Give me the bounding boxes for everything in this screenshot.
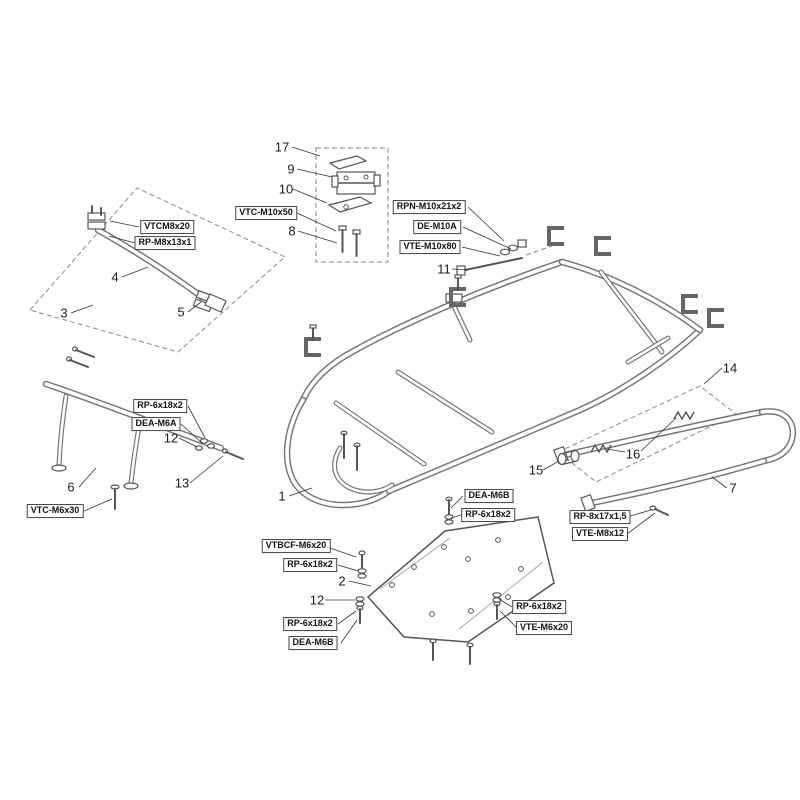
callout-7: 7 [729, 480, 737, 496]
part-label-rpn-m10x21x2: RPN-M10x21x2 [392, 200, 466, 214]
callout-4: 4 [111, 269, 119, 285]
part-label-vte-m8x12: VTE-M8x12 [571, 527, 629, 541]
rear-bumper [553, 408, 797, 516]
part-label-vte-m6x20: VTE-M6x20 [515, 621, 573, 635]
callout-13: 13 [174, 475, 190, 491]
part-label-rp-6x18x2-front-bumper: RP-6x18x2 [133, 399, 187, 413]
callout-15: 15 [528, 462, 544, 478]
leader-lines [70, 146, 728, 644]
callout-16: 16 [625, 446, 641, 462]
callout-3: 3 [60, 305, 68, 321]
dashed-region-support-bracket-kit [315, 147, 389, 263]
support-bracket-assembly [327, 155, 381, 257]
part-label-dea-m6b-top: DEA-M6B [464, 489, 514, 503]
part-label-dea-m6b-bottom: DEA-M6B [288, 636, 338, 650]
chassis-frame [283, 226, 724, 509]
callout-11: 11 [437, 261, 451, 277]
bolt-hardware-group-11 [456, 239, 553, 276]
callout-17: 17 [274, 139, 290, 155]
callout-9: 9 [287, 161, 295, 177]
part-label-vte-m10x80: VTE-M10x80 [399, 240, 461, 254]
part-label-rp-m8x13x1: RP-M8x13x1 [134, 236, 196, 250]
callout-10: 10 [278, 181, 294, 197]
callout-6: 6 [67, 479, 75, 495]
part-label-vtcm8x20: VTCM8x20 [140, 220, 194, 234]
callout-12-floor-pan: 12 [309, 592, 325, 608]
callout-8: 8 [288, 223, 296, 239]
torsion-bar-assembly [87, 205, 227, 313]
callout-12-front-bumper: 12 [163, 430, 179, 446]
callout-14: 14 [722, 360, 738, 376]
part-label-vtbcf-m6x20: VTBCF-M6x20 [261, 539, 331, 553]
part-label-vtc-m6x30: VTC-M6x30 [26, 504, 84, 518]
callout-1: 1 [278, 488, 286, 504]
part-label-rp-6x18x2-left: RP-6x18x2 [283, 558, 337, 572]
front-bumper [42, 346, 244, 510]
callout-2: 2 [338, 573, 346, 589]
part-label-rp-6x18x2-bottom-left: RP-6x18x2 [283, 617, 337, 631]
part-label-dea-m6a: DEA-M6A [131, 417, 181, 431]
part-label-rp-8x17x1-5: RP-8x17x1,5 [569, 510, 631, 524]
part-label-de-m10a: DE-M10A [413, 220, 461, 234]
floor-pan [355, 496, 555, 665]
callout-5: 5 [177, 304, 185, 320]
part-label-vtc-m10x50: VTC-M10x50 [235, 206, 297, 220]
part-label-rp-6x18x2-bottom-right: RP-6x18x2 [512, 600, 566, 614]
part-label-rp-6x18x2-top: RP-6x18x2 [461, 508, 515, 522]
